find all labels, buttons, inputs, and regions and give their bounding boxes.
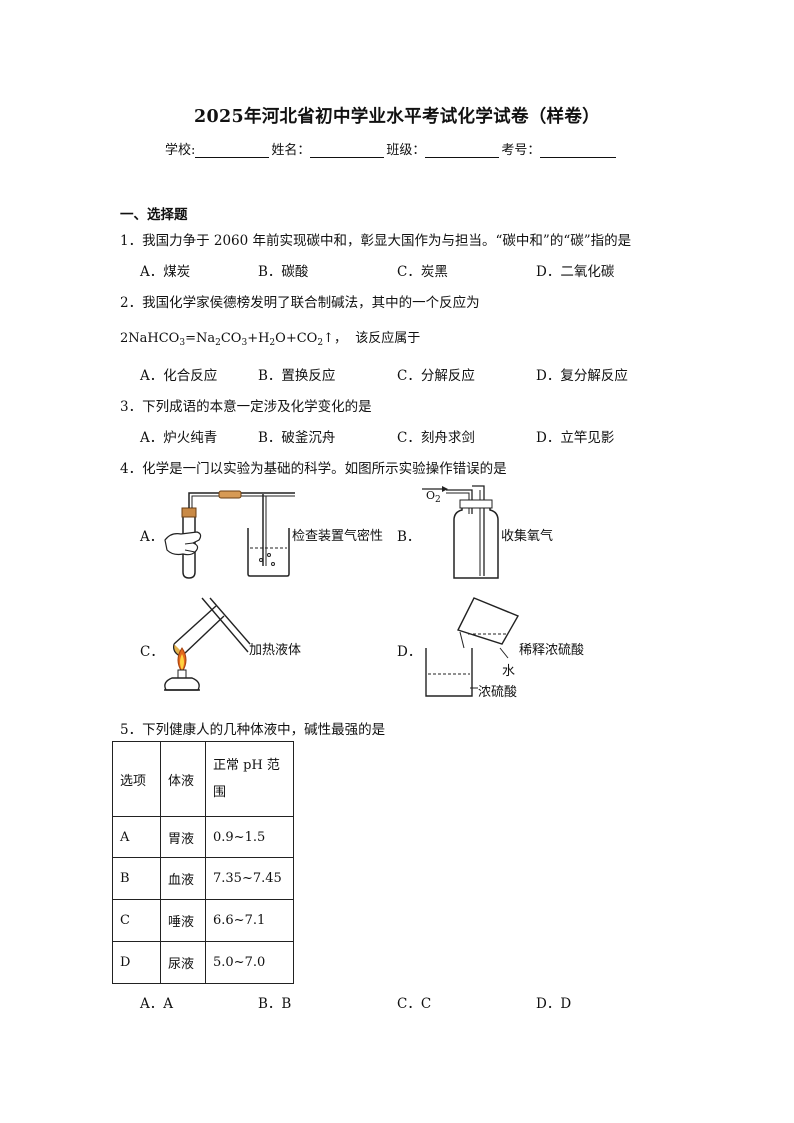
- q2-stem: 2．我国化学家侯德榜发明了联合制碱法，其中的一个反应为: [120, 295, 480, 311]
- q3-option-a[interactable]: A．炉火纯青: [140, 430, 218, 446]
- q4-d-water-label: 水: [502, 664, 516, 679]
- table-cell: 0.9~1.5: [205, 816, 294, 858]
- table-header-cell: 正常 pH 范围: [205, 741, 294, 817]
- table-cell: A: [112, 816, 161, 858]
- q5-option-b[interactable]: B．B: [258, 996, 292, 1012]
- table-cell: D: [112, 941, 161, 984]
- q4-option-a[interactable]: A．: [140, 529, 164, 545]
- table-cell: 尿液: [160, 941, 206, 984]
- table-cell: 唾液: [160, 899, 206, 942]
- q4-b-gas-label: O2: [426, 489, 441, 505]
- exam-no-label: 考号：: [501, 143, 541, 158]
- q1-option-a[interactable]: A．煤炭: [140, 264, 191, 280]
- student-info-line: 学校: 姓名： 班级： 考号：: [165, 139, 618, 158]
- q2-option-a[interactable]: A．化合反应: [140, 368, 218, 384]
- q4-d-acid-label: 浓硫酸: [478, 685, 518, 700]
- q2-equation: 2NaHCO3=Na2CO3+H2O+CO2↑， 该反应属于: [120, 331, 421, 348]
- q1-option-c[interactable]: C．炭黑: [397, 264, 448, 280]
- table-cell: 7.35~7.45: [205, 857, 294, 900]
- q3-option-c[interactable]: C．刻舟求剑: [397, 430, 475, 446]
- q2-option-d[interactable]: D．复分解反应: [536, 368, 628, 384]
- table-header-cell: 选项: [112, 741, 161, 817]
- q1-stem: 1．我国力争于 2060 年前实现碳中和，彰显大国作为与担当。“碳中和”的“碳”…: [120, 233, 632, 249]
- q5-stem: 5．下列健康人的几种体液中，碱性最强的是: [120, 722, 386, 738]
- heating-liquid-diagram: [164, 597, 251, 691]
- table-cell: C: [112, 899, 161, 942]
- table-cell: 6.6~7.1: [205, 899, 294, 942]
- school-label: 学校:: [165, 143, 196, 158]
- q4-stem: 4．化学是一门以实验为基础的科学。如图所示实验操作错误的是: [120, 461, 507, 477]
- table-row: D 尿液 5.0~7.0: [112, 941, 294, 984]
- table-cell: 5.0~7.0: [205, 941, 294, 984]
- oxygen-collection-diagram: [422, 485, 499, 579]
- name-field[interactable]: [310, 143, 385, 158]
- q3-option-d[interactable]: D．立竿见影: [536, 430, 615, 446]
- class-field[interactable]: [425, 143, 500, 158]
- dilute-acid-diagram: [425, 597, 520, 697]
- q4-c-caption: 加热液体: [249, 643, 302, 658]
- q5-option-c[interactable]: C．C: [397, 996, 432, 1012]
- exam-title: 2025年河北省初中学业水平考试化学试卷（样卷）: [194, 107, 600, 127]
- table-cell: 胃液: [160, 816, 206, 858]
- airtightness-check-diagram: [164, 490, 295, 579]
- table-header-cell: 体液: [160, 741, 206, 817]
- table-row: B 血液 7.35~7.45: [112, 857, 294, 900]
- q1-option-b[interactable]: B．碳酸: [258, 264, 309, 280]
- q1-option-d[interactable]: D．二氧化碳: [536, 264, 615, 280]
- table-row: C 唾液 6.6~7.1: [112, 899, 294, 942]
- q4-option-b[interactable]: B．: [397, 529, 421, 545]
- table-header-row: 选项 体液 正常 pH 范围: [112, 741, 294, 817]
- section-title: 一、选择题: [120, 207, 188, 223]
- q4-option-c[interactable]: C．: [140, 644, 164, 660]
- q5-option-d[interactable]: D．D: [536, 996, 572, 1012]
- q4-option-d[interactable]: D．: [397, 644, 422, 660]
- q2-option-b[interactable]: B．置换反应: [258, 368, 336, 384]
- q4-b-caption: 收集氧气: [501, 529, 554, 544]
- table-row: A 胃液 0.9~1.5: [112, 816, 294, 858]
- q4-a-caption: 检查装置气密性: [292, 529, 384, 544]
- q4-d-caption: 稀释浓硫酸: [519, 643, 585, 658]
- q5-option-a[interactable]: A．A: [140, 996, 173, 1012]
- ph-table: 选项 体液 正常 pH 范围 A 胃液 0.9~1.5 B 血液 7.35~7.…: [112, 741, 294, 984]
- class-label: 班级：: [386, 143, 426, 158]
- q3-option-b[interactable]: B．破釜沉舟: [258, 430, 336, 446]
- table-cell: B: [112, 857, 161, 900]
- exam-no-field[interactable]: [540, 143, 617, 158]
- table-cell: 血液: [160, 857, 206, 900]
- school-field[interactable]: [195, 143, 270, 158]
- q3-stem: 3．下列成语的本意一定涉及化学变化的是: [120, 399, 372, 415]
- name-label: 姓名：: [271, 143, 311, 158]
- q2-option-c[interactable]: C．分解反应: [397, 368, 475, 384]
